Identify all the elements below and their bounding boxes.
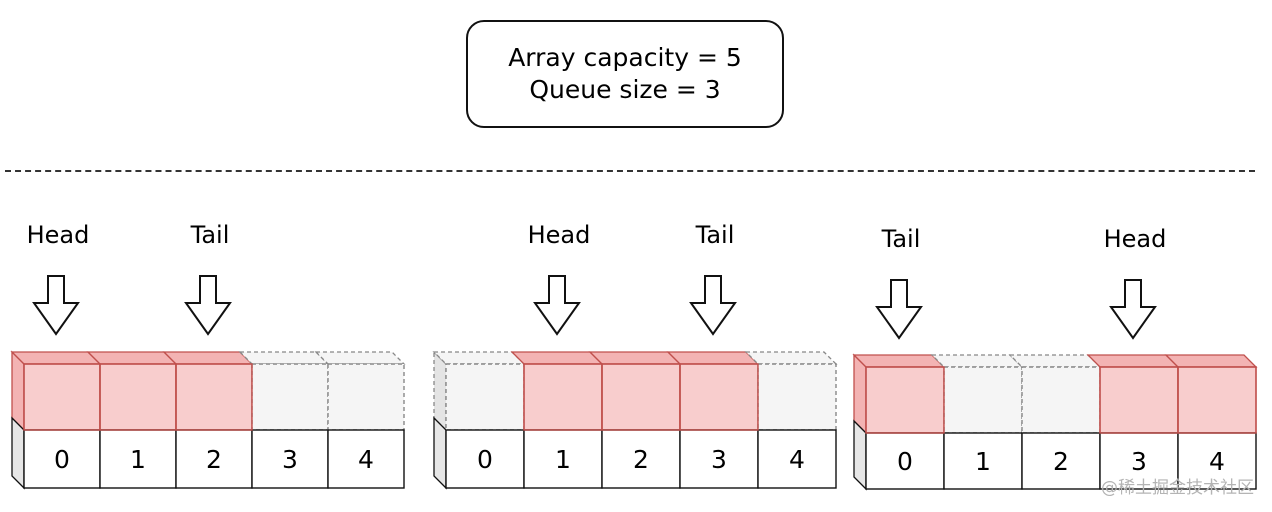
filled-cell-border	[175, 363, 253, 431]
empty-cell	[1021, 366, 1101, 434]
queue-0: 0 1 2 3 4 Head Tail	[10, 221, 406, 490]
cell-top-0	[852, 354, 946, 368]
pointer-label-tail: Tail	[881, 225, 921, 253]
pointer-label-tail: Tail	[695, 221, 735, 249]
index-label: 1	[130, 445, 146, 474]
queue-side-bottom	[11, 416, 25, 490]
pointer-label-head: Head	[1104, 225, 1167, 253]
index-cell	[445, 429, 525, 489]
down-arrow-icon	[1109, 279, 1157, 340]
index-label: 0	[477, 445, 493, 474]
filled-cell	[23, 363, 101, 431]
index-cell	[327, 429, 405, 489]
queue-side-top	[433, 350, 447, 432]
cell-top-3	[1086, 354, 1180, 368]
cell-top-1	[510, 351, 604, 365]
index-label: 4	[1209, 447, 1225, 476]
cell-top-2	[162, 351, 254, 365]
cell-top-3	[238, 351, 330, 365]
index-cell	[1177, 432, 1257, 490]
index-cell	[679, 429, 759, 489]
index-cell	[1099, 432, 1179, 490]
info-box: Array capacity = 5 Queue size = 3	[466, 20, 784, 128]
down-arrow-icon	[875, 279, 923, 340]
queue-1: 0 1 2 3 4 Head Tail	[432, 221, 838, 490]
empty-cell	[757, 363, 837, 431]
filled-cell-border	[865, 366, 945, 434]
index-label: 0	[54, 445, 70, 474]
index-label: 0	[897, 447, 913, 476]
down-arrow-icon	[689, 275, 737, 336]
dashed-divider	[5, 170, 1255, 172]
queue-side-top	[11, 350, 25, 432]
queue-side-bottom	[853, 419, 867, 491]
index-cell	[757, 429, 837, 489]
cell-top-4	[744, 351, 838, 365]
cell-top-1	[930, 354, 1024, 368]
queue-side-top	[853, 353, 867, 435]
cell-top-2	[588, 351, 682, 365]
filled-cell-border	[1177, 366, 1257, 434]
cell-top-0	[10, 351, 102, 365]
filled-cell	[1099, 366, 1179, 434]
size-text: Queue size = 3	[529, 75, 721, 104]
filled-cell	[523, 363, 603, 431]
index-label: 4	[789, 445, 805, 474]
empty-cell	[327, 363, 405, 431]
empty-cell	[251, 363, 329, 431]
filled-cell	[99, 363, 177, 431]
index-cell	[943, 432, 1023, 490]
index-cell	[1021, 432, 1101, 490]
cell-top-4	[1164, 354, 1258, 368]
index-label: 3	[282, 445, 298, 474]
index-cell	[865, 432, 945, 490]
filled-cell	[601, 363, 681, 431]
pointer-label-head: Head	[528, 221, 591, 249]
down-arrow-icon	[533, 275, 581, 336]
index-cell	[251, 429, 329, 489]
index-label: 3	[711, 445, 727, 474]
filled-cell	[679, 363, 759, 431]
index-label: 1	[555, 445, 571, 474]
index-label: 2	[633, 445, 649, 474]
down-arrow-icon	[184, 275, 232, 336]
index-label: 4	[358, 445, 374, 474]
pointer-label-head: Head	[27, 221, 90, 249]
cell-top-0	[432, 351, 526, 365]
filled-cell-border	[679, 363, 759, 431]
cell-top-3	[666, 351, 760, 365]
filled-cell	[1177, 366, 1257, 434]
index-label: 1	[975, 447, 991, 476]
pointer-label-tail: Tail	[190, 221, 230, 249]
cell-top-1	[86, 351, 178, 365]
queue-side-bottom	[433, 416, 447, 490]
cell-top-4	[314, 351, 406, 365]
filled-cell	[865, 366, 945, 434]
cell-top-2	[1008, 354, 1102, 368]
index-label: 2	[206, 445, 222, 474]
down-arrow-icon	[32, 275, 80, 336]
index-label: 3	[1131, 447, 1147, 476]
index-cell	[99, 429, 177, 489]
filled-cell	[175, 363, 253, 431]
empty-cell	[943, 366, 1023, 434]
index-label: 2	[1053, 447, 1069, 476]
capacity-text: Array capacity = 5	[508, 43, 742, 72]
queue-2: 0 1 2 3 4 Tail Head	[852, 225, 1258, 491]
index-cell	[523, 429, 603, 489]
watermark: @稀土掘金技术社区	[1101, 478, 1254, 498]
empty-cell	[445, 363, 525, 431]
